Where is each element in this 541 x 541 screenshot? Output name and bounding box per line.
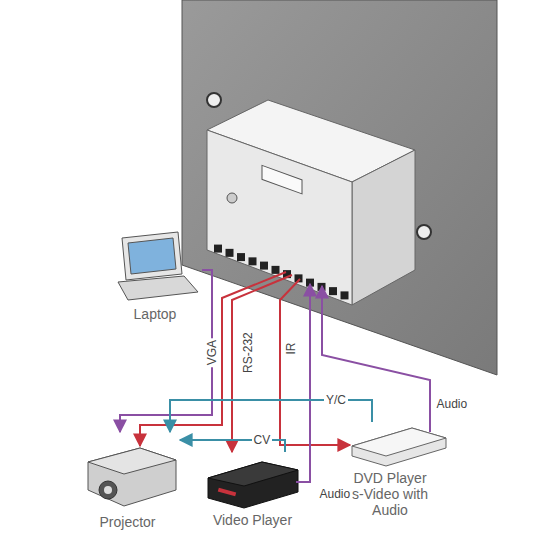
terminal bbox=[249, 257, 257, 265]
projector-body bbox=[88, 448, 176, 506]
screw-hole bbox=[417, 225, 431, 239]
laptop-screen bbox=[122, 232, 182, 280]
laptop-device: Laptop bbox=[108, 228, 202, 324]
ir-cable bbox=[280, 279, 350, 445]
terminal-strip bbox=[214, 245, 349, 300]
laptop-display bbox=[128, 238, 176, 274]
audio-cable bbox=[322, 286, 430, 432]
device-label: Laptop bbox=[108, 306, 202, 322]
device-button bbox=[227, 193, 237, 203]
signal-name: RS-232 bbox=[241, 330, 254, 375]
terminal bbox=[237, 253, 245, 261]
signal-name: Audio bbox=[318, 488, 353, 501]
projector-device: Projector bbox=[75, 432, 180, 532]
signal-name: Audio bbox=[435, 398, 470, 411]
wall-plate bbox=[182, 0, 497, 375]
laptop-base bbox=[118, 276, 198, 300]
terminal bbox=[214, 245, 222, 253]
terminal bbox=[226, 249, 234, 257]
projector-lens bbox=[99, 481, 117, 499]
terminal bbox=[260, 262, 268, 270]
dvd-player-top bbox=[352, 428, 446, 456]
video-player-top bbox=[208, 462, 298, 486]
signal-name: CV bbox=[252, 434, 273, 447]
dvd-player-body bbox=[352, 428, 446, 466]
signal-name: VGA bbox=[206, 337, 219, 366]
rs232-cable bbox=[232, 275, 292, 452]
video-player-slot bbox=[218, 488, 236, 497]
signal-cable bbox=[120, 270, 212, 432]
projector-top bbox=[88, 448, 176, 474]
device-label: Projector bbox=[75, 514, 180, 530]
video-player-body bbox=[208, 462, 298, 508]
device-side bbox=[352, 150, 415, 305]
video-player-device: Video Player bbox=[200, 452, 305, 530]
device-front bbox=[207, 130, 352, 305]
device-label: Video Player bbox=[200, 512, 305, 528]
dvd-player-device: DVD Player s-Video with Audio bbox=[350, 422, 430, 520]
audio-cable bbox=[296, 284, 310, 482]
signal-name: IR bbox=[285, 340, 298, 356]
device-label: DVD Player s-Video with Audio bbox=[350, 470, 430, 518]
device-display bbox=[262, 165, 302, 194]
terminal bbox=[272, 266, 280, 274]
screw-hole bbox=[207, 93, 221, 107]
terminal bbox=[329, 287, 337, 295]
terminal bbox=[341, 291, 349, 299]
projector-lens bbox=[104, 486, 112, 494]
signal-name: Y/C bbox=[324, 394, 348, 407]
